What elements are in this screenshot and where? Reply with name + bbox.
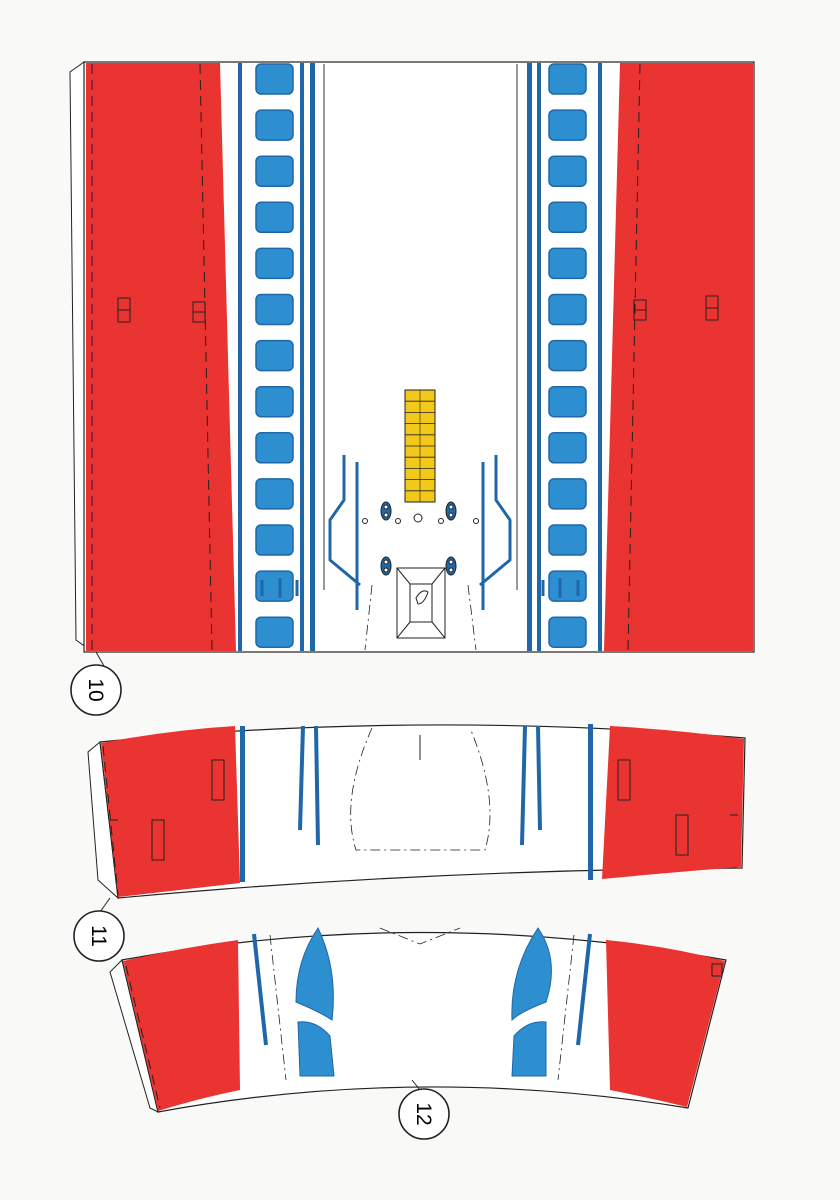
window (548, 155, 587, 187)
stripe-dashes (298, 725, 542, 846)
window (511, 1021, 547, 1077)
fold-line (125, 965, 161, 1109)
window (548, 478, 587, 510)
window (255, 616, 294, 648)
fold-line (102, 745, 119, 896)
fold-line (627, 63, 641, 651)
window (548, 339, 587, 372)
window (548, 109, 587, 141)
window (548, 432, 587, 464)
window (511, 927, 552, 1022)
yellow-hatch (404, 389, 436, 503)
part-number: 12 (412, 1102, 435, 1125)
slot-marks (117, 295, 719, 323)
cockpit-windows (295, 927, 552, 1077)
window (255, 478, 294, 510)
window (548, 616, 587, 648)
construction-lines (269, 927, 575, 1081)
window (548, 63, 587, 95)
window (255, 63, 294, 95)
slot-marks (110, 759, 738, 861)
window (255, 155, 294, 187)
construction-lines (350, 727, 491, 851)
red-panel-left (86, 63, 236, 651)
red-panel-left (123, 940, 240, 1111)
window (255, 570, 294, 602)
window (255, 385, 294, 418)
window (548, 570, 587, 602)
red-panel-right (602, 726, 744, 879)
part-label-11: 11 (73, 897, 125, 962)
window (548, 247, 587, 280)
window (297, 1021, 335, 1077)
window (548, 201, 587, 234)
part-11 (87, 724, 746, 900)
window (255, 109, 294, 141)
red-panel-right (606, 940, 725, 1107)
window (295, 927, 334, 1021)
window (548, 293, 587, 326)
part-label-10: 10 (70, 651, 122, 716)
stripes (240, 724, 593, 882)
part-11-outline (99, 724, 746, 899)
window (255, 432, 294, 464)
part-number: 10 (84, 678, 107, 701)
red-panel-left (101, 726, 240, 897)
part-12 (109, 927, 727, 1113)
window (255, 339, 294, 372)
red-panel-right (604, 63, 753, 651)
window-row-right (548, 63, 587, 648)
stripes-left (238, 63, 315, 651)
part-number: 11 (87, 925, 110, 947)
window (255, 247, 294, 280)
window (255, 293, 294, 326)
part-label-12: 12 (398, 1079, 450, 1140)
construction-lines (364, 584, 477, 651)
slot-marks (711, 963, 723, 977)
stripes (252, 933, 592, 1046)
deck-rails (328, 455, 512, 610)
tick-marks (260, 578, 580, 598)
skylight (396, 567, 446, 639)
part-10 (69, 61, 755, 653)
fold-line (199, 63, 213, 651)
window (548, 385, 587, 418)
window (548, 524, 587, 556)
stripes-right (527, 63, 602, 651)
fitting (380, 501, 457, 576)
window (255, 524, 294, 556)
window (255, 201, 294, 234)
deck-fittings (362, 501, 479, 576)
window-row-left (255, 63, 294, 648)
